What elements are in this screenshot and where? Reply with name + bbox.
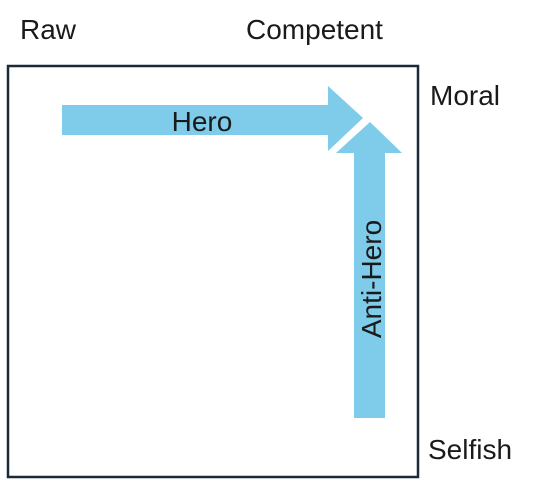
- axis-label-selfish: Selfish: [428, 434, 513, 465]
- anti-hero-arrow: [336, 122, 402, 418]
- anti-hero-arrow-label: Anti-Hero: [356, 220, 387, 338]
- diagram-frame: [6, 64, 420, 479]
- axis-label-raw: Raw: [20, 14, 77, 45]
- hero-arrow-label: Hero: [172, 106, 233, 137]
- axis-label-competent: Competent: [246, 14, 383, 45]
- axis-label-moral: Moral: [430, 80, 501, 111]
- hero-arrow: [62, 86, 363, 151]
